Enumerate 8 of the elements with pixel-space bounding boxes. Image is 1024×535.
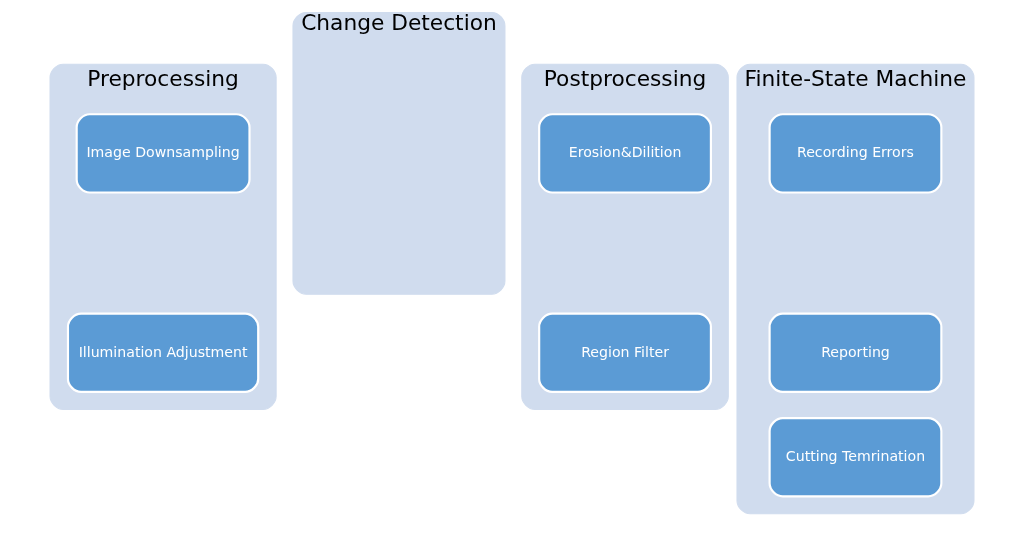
node-box: Cutting Temrination [768, 416, 943, 498]
node-box: Image Downsampling [75, 113, 251, 194]
node-box: Recording Errors [768, 113, 943, 194]
node-box: Illumination Adjustment [66, 312, 260, 394]
node-box: Reporting [768, 312, 943, 394]
node-box: Erosion&Dilition [538, 113, 712, 194]
node-box: Change Detection [292, 12, 506, 295]
node-box: Region Filter [538, 312, 712, 394]
